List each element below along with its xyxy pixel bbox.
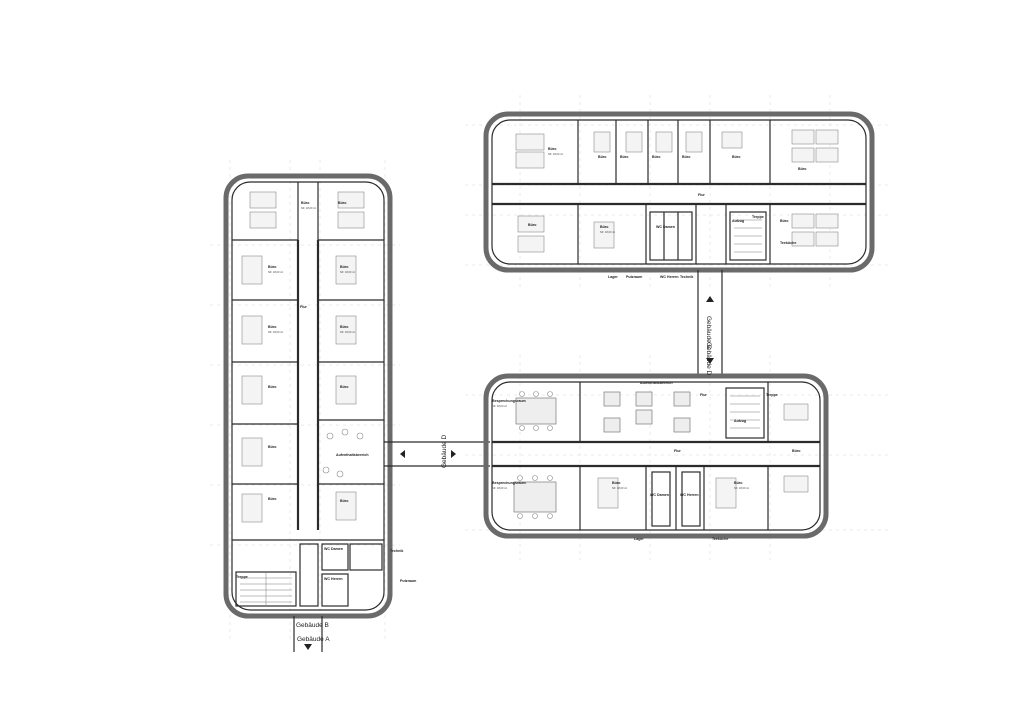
room-label: Flur	[300, 305, 307, 309]
building-left	[223, 173, 393, 652]
building-label-d: Gebäude D	[705, 342, 712, 376]
connector-vertical	[697, 270, 723, 378]
building-labels: Gebäude B Gebäude A Gebäude D Gebäude C …	[296, 316, 712, 650]
room-label: Besprechungsraum	[492, 481, 526, 485]
room-label: Büro	[340, 265, 349, 269]
room-label: Büro	[340, 385, 349, 389]
section-arrow-down	[706, 358, 714, 364]
room-label: Büro	[340, 325, 349, 329]
room-label: Büro	[732, 155, 741, 159]
desks-c	[515, 129, 839, 253]
room-label: Aufenthaltsbereich	[336, 453, 369, 457]
room-label: Büro	[682, 155, 691, 159]
building-label-c: Gebäude C	[705, 316, 712, 350]
room-label: Büro	[652, 155, 661, 159]
room-detail: NF: 18,00 m²	[301, 206, 316, 210]
room-detail: NF: 18,00 m²	[548, 152, 563, 156]
labels-left: Büro Büro Büro Büro Büro Büro Büro Büro …	[236, 201, 416, 583]
room-label: Flur	[700, 393, 707, 397]
room-label: Büro	[268, 497, 277, 501]
room-label: Treppe	[752, 215, 764, 219]
room-label: WC Herren	[680, 493, 699, 497]
room-detail: NF: 18,00 m²	[492, 404, 507, 408]
room-detail: NF: 18,00 m²	[340, 270, 355, 274]
room-label: Putzraum	[626, 275, 642, 279]
building-d	[483, 373, 829, 539]
building-label-b: Gebäude B	[296, 622, 329, 629]
room-label: Lager	[608, 275, 618, 279]
room-detail: NF: 18,00 m²	[268, 330, 283, 334]
room-label: Büro	[792, 449, 801, 453]
room-label: Büro	[598, 155, 607, 159]
room-label: Büro	[780, 219, 789, 223]
room-detail: NF: 18,00 m²	[612, 486, 627, 490]
room-label: Büro	[268, 325, 277, 329]
section-arrow-right	[451, 450, 456, 458]
room-label: Büro	[301, 201, 310, 205]
room-label: Teeküche	[780, 241, 796, 245]
connector-horizontal	[384, 441, 490, 467]
labels-c: Büro Büro Büro Büro Büro Büro Büro Büro …	[528, 147, 807, 279]
desks-left	[241, 191, 365, 523]
room-detail: NF: 18,00 m²	[492, 486, 507, 490]
room-label: Aufzug	[734, 419, 746, 423]
room-label: Putzraum	[400, 579, 416, 583]
room-label: Büro	[528, 223, 537, 227]
room-label: Büro	[612, 481, 621, 485]
room-label: Büro	[268, 445, 277, 449]
room-label: Treppe	[766, 393, 778, 397]
room-label: Büro	[734, 481, 743, 485]
room-label: Lager	[634, 537, 644, 541]
room-label: Technik	[390, 549, 403, 553]
room-label: WC Herren	[660, 275, 679, 279]
room-detail: NF: 18,00 m²	[734, 486, 749, 490]
building-label-d-left: Gebäude D	[441, 434, 448, 468]
room-label: Büro	[548, 147, 557, 151]
room-detail: NF: 18,00 m²	[340, 330, 355, 334]
room-label: Büro	[268, 265, 277, 269]
section-arrow-left	[400, 450, 405, 458]
room-label: Technik	[680, 275, 693, 279]
room-label: Aufenthaltsbereich	[640, 381, 673, 385]
room-label: Flur	[698, 193, 705, 197]
room-label: Büro	[340, 499, 349, 503]
section-arrow-up	[706, 296, 714, 302]
room-label: Büro	[600, 225, 609, 229]
room-label: Besprechungsraum	[492, 399, 526, 403]
building-label-a: Gebäude A	[297, 636, 330, 643]
room-label: Büro	[268, 385, 277, 389]
room-detail: NF: 18,00 m²	[600, 230, 615, 234]
room-label: Büro	[620, 155, 629, 159]
room-label: WC Damen	[656, 225, 675, 229]
room-detail: NF: 18,00 m²	[268, 270, 283, 274]
room-label: Teeküche	[712, 537, 728, 541]
room-label: Treppe	[236, 575, 248, 579]
room-label: WC Damen	[650, 493, 669, 497]
section-arrow-down-a	[304, 644, 312, 650]
room-label: Büro	[338, 201, 347, 205]
building-c	[483, 111, 875, 273]
room-label: Büro	[798, 167, 807, 171]
room-label: WC Herren	[324, 577, 343, 581]
room-label: Aufzug	[732, 219, 744, 223]
room-label: Flur	[674, 449, 681, 453]
furniture-d	[513, 391, 809, 519]
room-label: WC Damen	[324, 547, 343, 551]
labels-d: Besprechungsraum Besprechungsraum Aufent…	[492, 381, 801, 541]
